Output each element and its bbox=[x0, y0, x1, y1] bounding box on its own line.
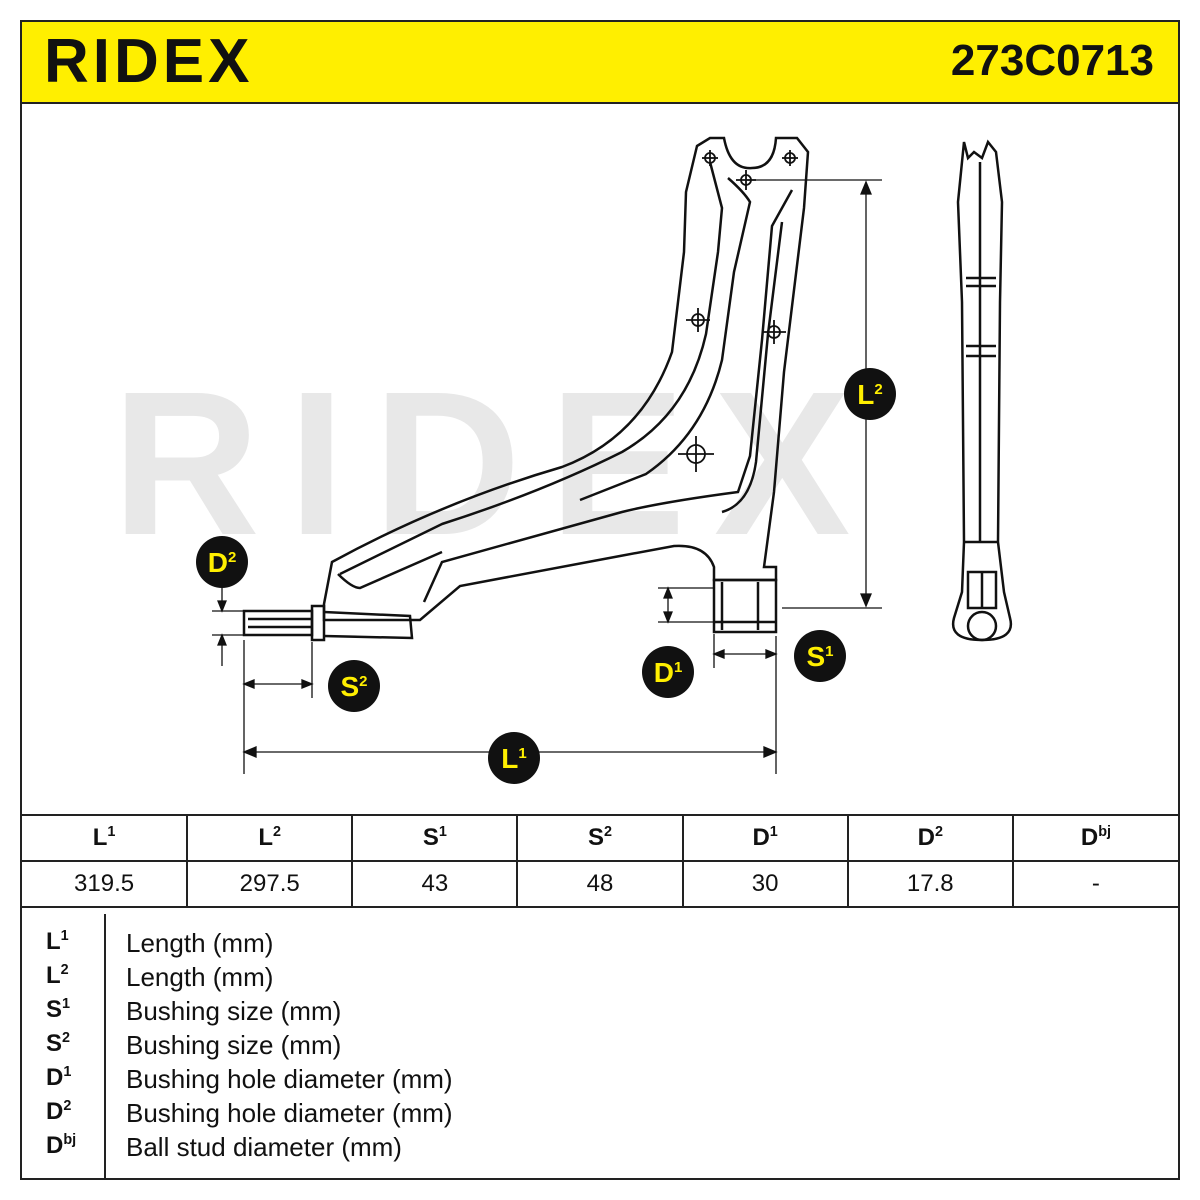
callout-l2: L2 bbox=[844, 368, 896, 420]
legend-row: Dbj Ball stud diameter (mm) bbox=[22, 1132, 1178, 1166]
legend-symbol: S1 bbox=[46, 996, 71, 1023]
header-bar: RIDEX 273C0713 bbox=[22, 22, 1178, 104]
callout-s2-label: S2 bbox=[340, 671, 367, 702]
legend-divider bbox=[104, 914, 106, 1178]
diagram-frame: RIDEX bbox=[20, 20, 1180, 1180]
legend-description: Ball stud diameter (mm) bbox=[126, 1132, 402, 1162]
table-cell: - bbox=[1011, 860, 1178, 908]
legend-description: Length (mm) bbox=[126, 962, 274, 992]
table-cell: 319.5 bbox=[22, 860, 189, 908]
legend-row: S2 Bushing size (mm) bbox=[22, 1030, 1178, 1064]
legend-symbol: D1 bbox=[46, 1064, 72, 1091]
table-header-row: L1 L2 S1 S2 D1 D2 Dbj bbox=[22, 814, 1178, 862]
legend-description: Bushing hole diameter (mm) bbox=[126, 1064, 453, 1094]
callout-l2-label: L2 bbox=[857, 379, 882, 410]
table-cell: 30 bbox=[681, 860, 849, 908]
side-view bbox=[951, 139, 1013, 642]
legend-row: D2 Bushing hole diameter (mm) bbox=[22, 1098, 1178, 1132]
legend-symbol: L1 bbox=[46, 928, 69, 955]
table-header-cell: D1 bbox=[681, 814, 849, 862]
table-header-cell: L2 bbox=[186, 814, 354, 862]
technical-drawing: RIDEX bbox=[112, 136, 1013, 784]
table-header-cell: Dbj bbox=[1011, 814, 1178, 862]
callout-d1: D1 bbox=[642, 646, 694, 698]
table-cell: 297.5 bbox=[186, 860, 354, 908]
legend-symbol: S2 bbox=[46, 1030, 71, 1057]
callout-s1: S1 bbox=[794, 630, 846, 682]
control-arm bbox=[242, 136, 810, 642]
dimensions-table: L1 L2 S1 S2 D1 D2 Dbj 319.5 297.5 43 48 … bbox=[22, 814, 1178, 908]
callout-l1: L1 bbox=[488, 732, 540, 784]
table-cell: 43 bbox=[351, 860, 519, 908]
legend-description: Bushing hole diameter (mm) bbox=[126, 1098, 453, 1128]
table-header-cell: L1 bbox=[22, 814, 189, 862]
table-row: 319.5 297.5 43 48 30 17.8 - bbox=[22, 860, 1178, 908]
brand-name: RIDEX bbox=[44, 27, 253, 94]
legend-description: Length (mm) bbox=[126, 928, 274, 958]
legend-description: Bushing size (mm) bbox=[126, 996, 342, 1026]
table-header-cell: D2 bbox=[846, 814, 1014, 862]
callout-d2-label: D2 bbox=[208, 547, 237, 578]
legend-row: S1 Bushing size (mm) bbox=[22, 996, 1178, 1030]
table-header-cell: S2 bbox=[516, 814, 684, 862]
legend-symbol: L2 bbox=[46, 962, 69, 989]
legend-row: L2 Length (mm) bbox=[22, 962, 1178, 996]
table-header-cell: S1 bbox=[351, 814, 519, 862]
legend-row: D1 Bushing hole diameter (mm) bbox=[22, 1064, 1178, 1098]
callout-l1-label: L1 bbox=[501, 743, 526, 774]
legend-row: L1 Length (mm) bbox=[22, 928, 1178, 962]
legend-symbol: D2 bbox=[46, 1098, 72, 1125]
part-number: 273C0713 bbox=[950, 36, 1154, 85]
table-cell: 48 bbox=[516, 860, 684, 908]
callout-d1-label: D1 bbox=[654, 657, 683, 688]
table-cell: 17.8 bbox=[846, 860, 1014, 908]
callout-d2: D2 bbox=[196, 536, 248, 588]
callout-s1-label: S1 bbox=[806, 641, 833, 672]
legend: L1 Length (mm) L2 Length (mm) S1 Bushing… bbox=[22, 914, 1178, 1178]
legend-description: Bushing size (mm) bbox=[126, 1030, 342, 1060]
callout-s2: S2 bbox=[328, 660, 380, 712]
legend-symbol: Dbj bbox=[46, 1132, 77, 1159]
ridex-logo: RIDEX bbox=[44, 27, 253, 94]
